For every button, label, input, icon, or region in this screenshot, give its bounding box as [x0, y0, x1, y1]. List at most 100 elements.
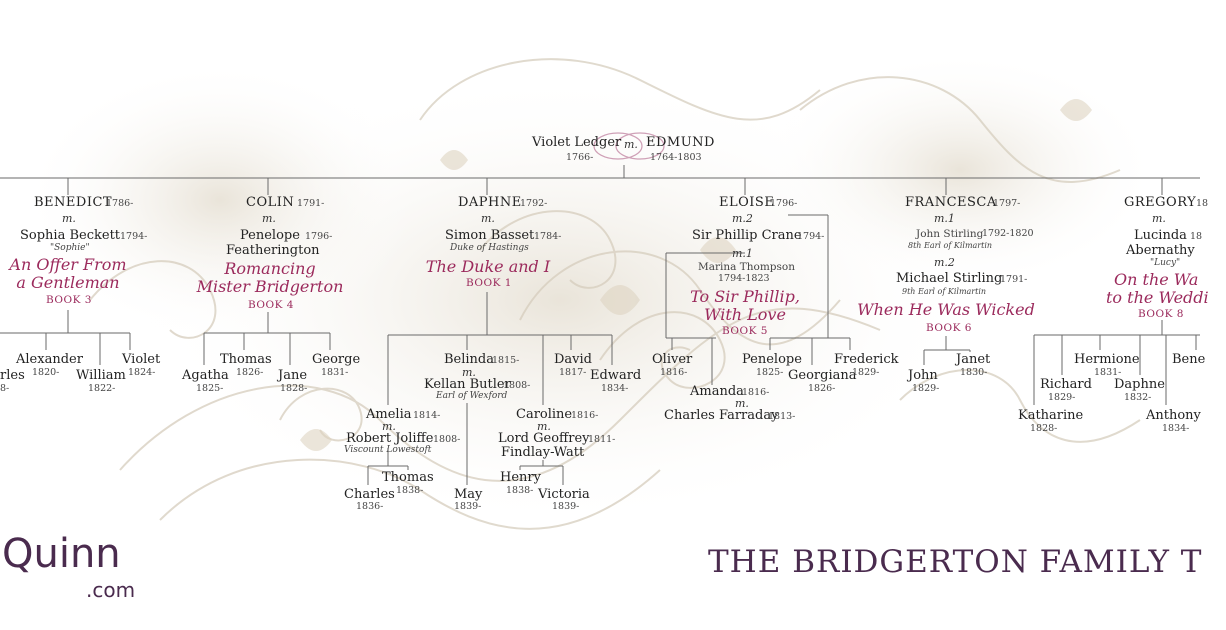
- francesca-book-title: When He Was Wicked: [848, 301, 1044, 319]
- benedict-name: BENEDICT: [34, 195, 113, 210]
- gregory-book-title: On the Wa to the Weddi: [1106, 271, 1226, 307]
- gregory-child-name: Richard: [1040, 377, 1092, 392]
- belinda-spouse: Kellan Butler: [424, 377, 511, 392]
- gregory-spouse: Lucinda: [1134, 228, 1187, 243]
- eloise-child-georgiana: Georgiana: [788, 368, 857, 383]
- book-title-line: Mister Bridgerton: [196, 277, 344, 296]
- eloise-spouse: Sir Phillip Crane: [692, 228, 802, 243]
- grandchild-may-years: 1839-: [454, 501, 482, 512]
- belinda-marriage: m.: [462, 366, 476, 379]
- book-title-line: When He Was Wicked: [857, 300, 1035, 319]
- book-title-line: a Gentleman: [16, 273, 120, 292]
- book-title-line: An Offer From: [9, 255, 127, 274]
- phillip-prev-spouse: Marina Thompson: [698, 261, 795, 273]
- eloise-child-amanda-years: 1816-: [742, 387, 770, 398]
- benedict-child-name: William: [76, 368, 126, 383]
- benedict-child-name: Alexander: [16, 352, 83, 367]
- benedict-child-years: 1824-: [128, 367, 156, 378]
- gregory-child-years: 1832-: [1124, 392, 1152, 403]
- eloise-child-penelope-years: 1825-: [756, 367, 784, 378]
- benedict-spouse-nickname: "Sophie": [50, 243, 90, 253]
- gregory-child-years: 1831-: [1094, 367, 1122, 378]
- francesca-spouse-1: John Stirling: [916, 228, 984, 240]
- gregory-spouse-nickname: "Lucy": [1150, 258, 1181, 268]
- tree-connector-lines: [0, 165, 1200, 485]
- colin-spouse-surname: Featherington: [226, 243, 320, 258]
- francesca-marriage-2: m.2: [934, 256, 955, 269]
- daphne-child-david: David: [554, 352, 592, 367]
- phillip-marriage-1: m.1: [732, 247, 753, 260]
- colin-child-name: George: [312, 352, 361, 367]
- gregory-child-name: Hermione: [1074, 352, 1140, 367]
- daphne-child-edward: Edward: [590, 368, 642, 383]
- eloise-years: 1796-: [770, 198, 798, 209]
- francesca-spouse-2-years: 1791-: [1000, 274, 1028, 285]
- benedict-book-number: BOOK 3: [46, 294, 92, 306]
- caroline-spouse-surname: Findlay-Watt: [501, 445, 585, 460]
- eloise-child-frederick-years: 1829-: [852, 367, 880, 378]
- francesca-spouse-2: Michael Stirling: [896, 271, 1003, 286]
- gregory-child-name: Bene: [1172, 352, 1206, 367]
- francesca-book-number: BOOK 6: [926, 322, 972, 334]
- benedict-child-name: Violet: [122, 352, 161, 367]
- grandchild-charles-years: 1836-: [356, 501, 384, 512]
- eloise-child-oliver: Oliver: [652, 352, 693, 367]
- daphne-child-caroline: Caroline: [516, 407, 573, 422]
- caroline-spouse-years: 1811-: [588, 434, 616, 445]
- grandchild-thomas-years: 1838-: [396, 485, 424, 496]
- francesca-child-name: Janet: [956, 352, 991, 367]
- belinda-spouse-title: Earl of Wexford: [436, 391, 508, 401]
- gregory-years: 18: [1196, 198, 1209, 209]
- eloise-spouse-years: 1794-: [797, 231, 825, 242]
- root-husband-name: EDMUND: [646, 135, 715, 150]
- belinda-spouse-years: 1808-: [503, 380, 531, 391]
- benedict-spouse: Sophia Beckett: [20, 228, 121, 243]
- site-logo[interactable]: Quinn: [2, 531, 121, 577]
- caroline-marriage: m.: [537, 420, 551, 433]
- gregory-spouse-years: 18: [1190, 231, 1203, 242]
- grandchild-thomas: Thomas: [382, 470, 434, 485]
- book-title-line: With Love: [704, 305, 786, 324]
- grandchild-victoria-years: 1839-: [552, 501, 580, 512]
- colin-child-years: 1825-: [196, 383, 224, 394]
- site-logo-domain[interactable]: .com: [86, 578, 136, 602]
- amanda-spouse-years: 1813-: [768, 411, 796, 422]
- eloise-child-amanda: Amanda: [690, 384, 744, 399]
- amanda-spouse: Charles Farraday: [664, 408, 779, 423]
- daphne-child-edward-years: 1834-: [601, 383, 629, 394]
- book-title-line: On the Wa: [1114, 270, 1199, 289]
- grandchild-henry: Henry: [500, 470, 541, 485]
- francesca-spouse-1-years: 1792-1820: [982, 228, 1034, 239]
- family-tree-canvas: Violet Ledger m. EDMUND 1766- 1764-1803 …: [0, 50, 1209, 602]
- daphne-child-caroline-years: 1816-: [571, 410, 599, 421]
- gregory-name: GREGORY: [1124, 195, 1197, 210]
- root-marriage-label: m.: [624, 138, 638, 151]
- eloise-marriage-2: m.2: [732, 212, 753, 225]
- grandchild-victoria: Victoria: [538, 487, 590, 502]
- eloise-book-title: To Sir Phillip, With Love: [670, 288, 820, 324]
- daphne-spouse-years: 1784-: [534, 231, 562, 242]
- amelia-spouse-title: Viscount Lowestoft: [344, 445, 432, 455]
- colin-child-name: Agatha: [182, 368, 229, 383]
- daphne-child-belinda-years: 1815-: [492, 355, 520, 366]
- francesca-years: 1797-: [993, 198, 1021, 209]
- colin-child-years: 1828-: [280, 383, 308, 394]
- benedict-book-title: An Offer From a Gentleman: [0, 256, 138, 292]
- page-title: THE BRIDGERTON FAMILY T: [708, 544, 1203, 580]
- colin-child-name: Jane: [278, 368, 308, 383]
- colin-book-number: BOOK 4: [248, 299, 294, 311]
- benedict-child-years: 1820-: [32, 367, 60, 378]
- eloise-book-number: BOOK 5: [722, 325, 768, 337]
- gregory-child-years: 1828-: [1030, 423, 1058, 434]
- benedict-years: 1786-: [106, 198, 134, 209]
- francesca-child-years: 1829-: [912, 383, 940, 394]
- colin-child-years: 1826-: [236, 367, 264, 378]
- daphne-spouse: Simon Basset: [445, 228, 535, 243]
- gregory-book-number: BOOK 8: [1138, 308, 1184, 320]
- daphne-child-amelia-years: 1814-: [413, 410, 441, 421]
- grandchild-charles: Charles: [344, 487, 395, 502]
- book-title-line: The Duke and I: [425, 257, 551, 276]
- benedict-marriage: m.: [62, 212, 76, 225]
- francesca-marriage-1: m.1: [934, 212, 955, 225]
- eloise-child-georgiana-years: 1826-: [808, 383, 836, 394]
